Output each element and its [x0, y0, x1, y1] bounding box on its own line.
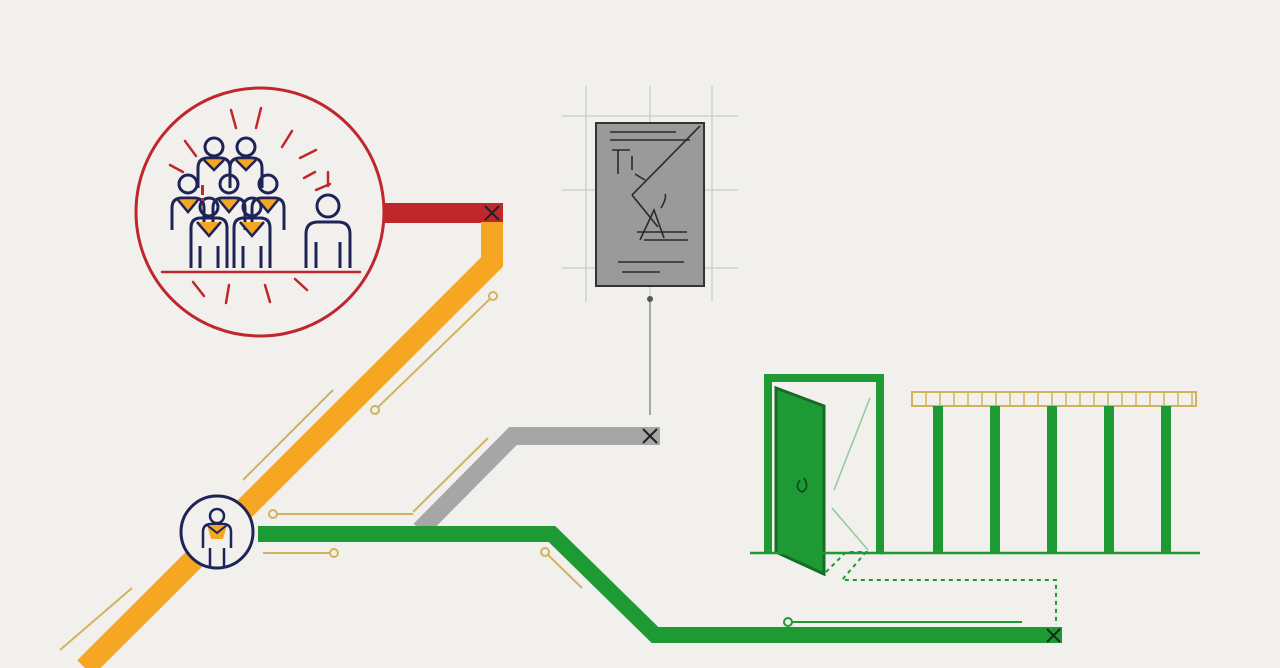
fence-post	[990, 406, 1000, 553]
endpoint-marks	[484, 205, 1061, 643]
person-icon	[179, 494, 255, 570]
blueprint-document-icon	[562, 86, 738, 302]
crowd-with-lone-person-icon	[134, 86, 386, 338]
fence-post	[1104, 406, 1114, 553]
fence-posts-icon	[880, 391, 1200, 555]
circuit-traces	[59, 291, 583, 651]
fence-post	[933, 406, 943, 553]
fence-post	[1161, 406, 1171, 553]
x-mark-icon	[484, 205, 500, 221]
x-mark-icon	[1046, 628, 1061, 643]
green-thin-dot	[783, 617, 793, 627]
gray-route	[413, 427, 660, 537]
open-door-icon	[750, 374, 885, 577]
green-route	[258, 526, 1062, 643]
fence-post	[1047, 406, 1057, 553]
x-mark-icon	[642, 428, 658, 444]
door-dotted-path	[825, 551, 1057, 625]
